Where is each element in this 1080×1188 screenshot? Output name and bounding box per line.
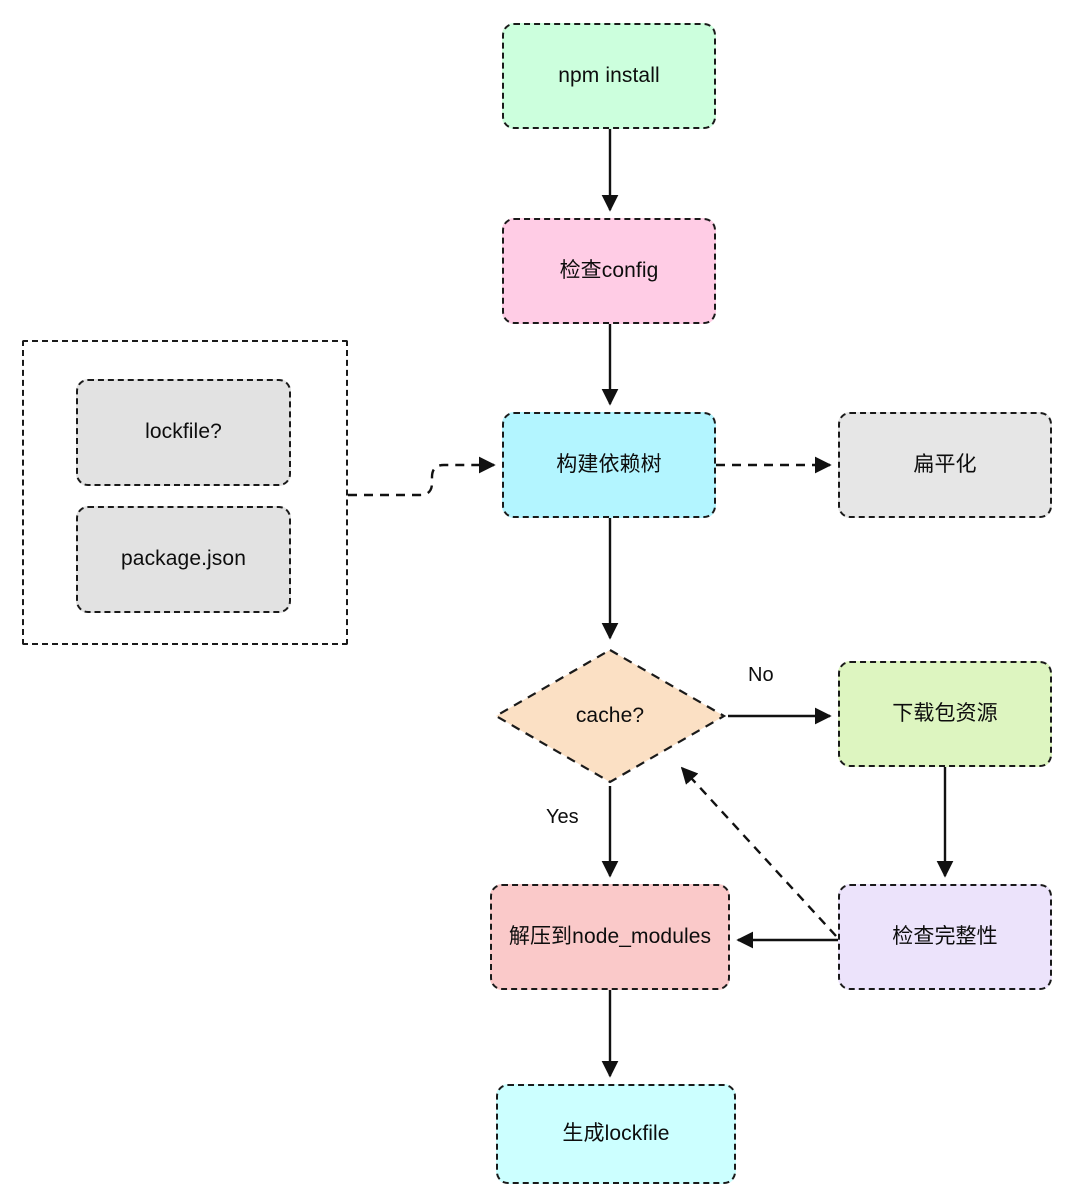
node-package-json[interactable]: package.json [76,506,291,613]
edge-label-no: No [745,664,777,687]
node-npm-install[interactable]: npm install [502,23,716,129]
subgraph-inputs-group [22,340,348,645]
node-label-lockfile-q: lockfile? [145,420,222,444]
node-label-flatten: 扁平化 [913,452,977,476]
node-extract-node-modules[interactable]: 解压到node_modules [490,884,730,990]
node-label-generate-lockfile: 生成lockfile [562,1121,670,1145]
node-label-extract-node-modules: 解压到node_modules [508,924,712,948]
node-label-cache-decision: cache? [575,704,645,727]
node-download-pkg[interactable]: 下载包资源 [838,661,1052,767]
node-lockfile-q[interactable]: lockfile? [76,379,291,486]
edge-label-yes: Yes [543,806,582,829]
node-label-package-json: package.json [121,547,246,571]
node-label-check-integrity: 检查完整性 [892,924,998,948]
node-check-config[interactable]: 检查config [502,218,716,324]
node-label-download-pkg: 下载包资源 [892,701,998,725]
node-label-npm-install: npm install [558,63,660,87]
node-label-check-config: 检查config [559,258,659,282]
node-cache-decision[interactable]: cache? [492,646,728,786]
node-generate-lockfile[interactable]: 生成lockfile [496,1084,736,1184]
node-build-dep-tree[interactable]: 构建依赖树 [502,412,716,518]
node-check-integrity[interactable]: 检查完整性 [838,884,1052,990]
node-flatten[interactable]: 扁平化 [838,412,1052,518]
node-label-build-dep-tree: 构建依赖树 [556,452,662,476]
edge-inputs-group-to-build-dep-tree [348,456,496,497]
diamond-shape [493,648,727,784]
